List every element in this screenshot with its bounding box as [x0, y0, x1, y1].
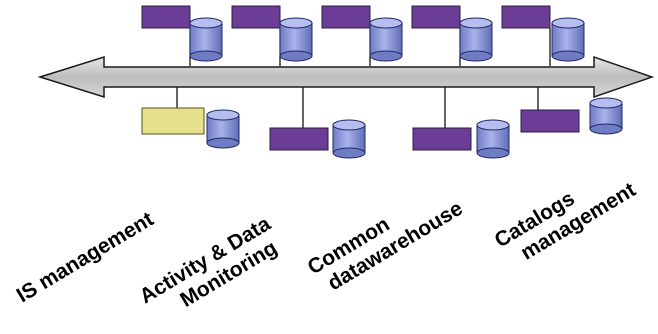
catalogs-management-label: Catalogs management: [491, 178, 640, 264]
top-application-box-4: [411, 5, 461, 29]
top-application-box-5: [501, 5, 551, 29]
top-application-box-1: [141, 5, 191, 29]
database-icon: [551, 17, 585, 62]
bus-arrow: [37, 55, 655, 99]
bottom-connectors: [176, 86, 539, 128]
database-icon: [589, 97, 623, 135]
activity-monitoring-application-box: [269, 127, 329, 151]
database-icon: [206, 109, 240, 149]
top-application-box-3: [321, 5, 371, 29]
datawarehouse-application-box: [412, 127, 472, 151]
database-icon: [369, 17, 403, 62]
is-management-label: IS management: [13, 208, 158, 308]
database-icon: [332, 119, 366, 159]
database-icon: [459, 17, 493, 62]
activity-monitoring-label: Activity & Data Monitoring: [136, 212, 281, 312]
top-application-box-2: [231, 5, 281, 29]
database-icon: [189, 17, 223, 62]
database-icon: [279, 17, 313, 62]
catalogs-application-box: [520, 109, 580, 133]
database-icon: [476, 119, 510, 159]
common-datawarehouse-label: Common datawarehouse: [304, 197, 467, 295]
is-management-application-box: [141, 107, 205, 135]
